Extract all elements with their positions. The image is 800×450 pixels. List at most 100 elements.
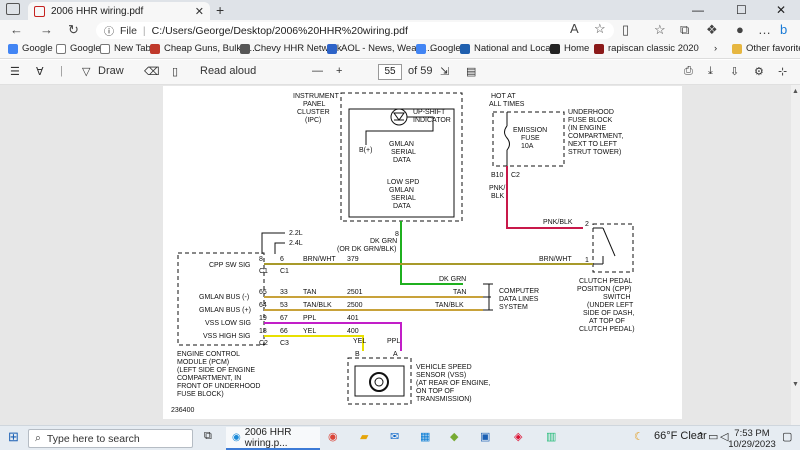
settings-gear-icon[interactable]: ⚙ — [754, 66, 764, 78]
read-aloud-toolbar-icon[interactable]: ▯ — [172, 66, 179, 78]
bookmark-rapiscan[interactable]: rapiscan classic 2020 — [594, 43, 699, 54]
app-icon-3[interactable]: ◈ — [514, 431, 523, 443]
profile-icon[interactable]: ● — [736, 22, 744, 37]
cpp-label-1: CLUTCH PEDAL — [579, 278, 632, 285]
address-separator: | — [142, 24, 146, 37]
mail-icon[interactable]: ✉ — [390, 431, 400, 443]
clock-time: 7:53 PM — [734, 428, 770, 439]
back-icon[interactable]: ← — [10, 22, 23, 37]
network-icon[interactable]: ▭ — [708, 431, 719, 443]
hot-label-2: ALL TIMES — [489, 101, 525, 108]
eraser-icon[interactable]: ⌫ — [144, 66, 160, 78]
favorites-icon[interactable]: ☆ — [654, 22, 666, 37]
taskbar-search[interactable]: ⌕ Type here to search — [28, 429, 193, 448]
bookmark-aol[interactable]: AOL - News, Weath... — [327, 43, 432, 54]
fit-page-icon[interactable]: ⇲ — [440, 66, 450, 78]
scroll-up-icon[interactable]: ▲ — [792, 88, 799, 95]
pcm-label-6: FUSE BLOCK) — [177, 391, 224, 398]
close-window-button[interactable]: ✕ — [776, 3, 787, 17]
draw-icon[interactable]: ▽ — [82, 66, 91, 78]
bookmark-national-local[interactable]: National and Local... — [460, 43, 561, 54]
ipc-label-4: (IPC) — [305, 117, 321, 124]
taskbar-edge-app[interactable]: ◉ 2006 HHR wiring.p... — [226, 427, 320, 450]
bookmark-label: Chevy HHR Network — [254, 43, 342, 54]
google-icon — [8, 43, 18, 54]
tray-chevron-icon[interactable]: ⌃ — [696, 431, 706, 443]
new-tab-button[interactable]: + — [216, 2, 225, 18]
fuse-block-label-3: (IN ENGINE — [568, 125, 606, 132]
bookmark-label: New Tab — [114, 43, 151, 54]
c2-fuse-label: C2 — [511, 172, 520, 179]
chrome-icon[interactable]: ◉ — [328, 431, 338, 443]
pin-1-label: 1 — [585, 257, 589, 264]
draw-button[interactable]: Draw — [98, 65, 124, 77]
clock[interactable]: 7:53 PM 10/29/2023 — [726, 428, 778, 450]
info-icon: ⓘ — [104, 27, 114, 38]
read-aloud-icon[interactable]: A — [570, 21, 579, 36]
tab-active[interactable]: 2006 HHR wiring.pdf ✕ — [28, 2, 210, 20]
save-icon[interactable]: ⤓ — [708, 65, 713, 77]
highlight-icon[interactable]: ∀ — [36, 66, 44, 78]
windows-start-icon[interactable]: ⊞ — [8, 429, 19, 444]
zoom-out-button[interactable]: — — [312, 65, 323, 77]
minimize-button[interactable]: — — [692, 3, 704, 17]
row-3-color: PPL — [303, 315, 316, 322]
cpp-label-2: POSITION (CPP) — [577, 286, 631, 293]
print-icon[interactable]: ⎙ — [684, 65, 693, 77]
tab-actions-icon[interactable] — [6, 3, 20, 15]
zoom-in-button[interactable]: + — [336, 65, 343, 77]
bing-icon[interactable]: b — [780, 22, 788, 37]
extensions-icon[interactable]: ❖ — [706, 22, 718, 37]
navigation-bar: ← → ↻ ⓘ File | C:/Users/George/Desktop/2… — [0, 20, 800, 41]
more-menu-icon[interactable]: … — [758, 22, 771, 37]
collections-icon[interactable]: ⧉ — [680, 22, 690, 37]
contents-icon[interactable]: ☰ — [10, 66, 20, 78]
tab-close-icon[interactable]: ✕ — [194, 5, 204, 18]
page-view-icon[interactable]: ▤ — [466, 66, 477, 78]
page-number-input[interactable]: 55 — [378, 64, 402, 80]
bookmarks-overflow-icon[interactable]: › — [714, 43, 718, 54]
scroll-down-icon[interactable]: ▼ — [792, 381, 799, 388]
app-icon-2[interactable]: ▣ — [480, 431, 491, 443]
page-count: of 59 — [408, 65, 433, 77]
file-explorer-icon[interactable]: ▰ — [360, 431, 369, 443]
pcm-label-1: ENGINE CONTROL — [177, 351, 240, 358]
pnkblk-label-2: BLK — [491, 193, 505, 200]
store-icon[interactable]: ▦ — [420, 431, 431, 443]
bookmark-google-2[interactable]: Google — [56, 43, 101, 54]
weather-label[interactable]: 66°F Clear — [654, 430, 707, 442]
bookmark-chevy-hhr[interactable]: Chevy HHR Network — [240, 43, 342, 54]
notifications-icon[interactable]: ▢ — [782, 431, 793, 443]
forward-icon[interactable]: → — [40, 22, 53, 37]
save-as-icon[interactable]: ⇩ — [730, 66, 740, 78]
app-icon[interactable]: ◆ — [450, 431, 459, 443]
dkgrn-right-label: DK GRN — [439, 276, 466, 283]
task-view-icon[interactable]: ⧉ — [204, 430, 212, 442]
bookmark-home[interactable]: Home — [550, 43, 589, 54]
vss-gear-icon — [369, 372, 389, 392]
c1-a-label: C1 — [259, 268, 268, 275]
upshift-label-1: UP-SHIFT — [413, 109, 446, 116]
vertical-scrollbar[interactable] — [791, 85, 800, 425]
pin-toolbar-icon[interactable]: ⊹ — [778, 66, 788, 78]
maximize-button[interactable]: ☐ — [736, 3, 747, 17]
pnkblk-h-label: PNK/BLK — [543, 219, 573, 226]
other-favorites[interactable]: Other favorites — [732, 43, 800, 54]
volume-icon[interactable]: ◁ — [720, 431, 729, 443]
address-bar[interactable]: ⓘ File | C:/Users/George/Desktop/2006%20… — [96, 22, 614, 39]
brnwht-right-label: BRN/WHT — [539, 256, 572, 263]
refresh-icon[interactable]: ↻ — [68, 22, 79, 37]
other-favorites-label: Other favorites — [746, 43, 800, 54]
favorite-star-icon[interactable]: ☆ — [594, 21, 606, 36]
wire-pnkblk — [506, 166, 583, 229]
ipc-label-3: CLUSTER — [297, 109, 330, 116]
fuse-block-label-6: STRUT TOWER) — [568, 149, 621, 156]
read-aloud-button[interactable]: Read aloud — [200, 65, 257, 77]
bookmark-google-1[interactable]: Google — [8, 43, 53, 54]
bookmark-cheap-guns[interactable]: Cheap Guns, Bulk A... — [150, 43, 257, 54]
bookmark-new-tab[interactable]: New Tab — [100, 43, 151, 54]
split-screen-icon[interactable]: ▯ — [622, 22, 630, 37]
bookmark-google-3[interactable]: Google — [416, 43, 461, 54]
app-icon-4[interactable]: ▥ — [546, 431, 557, 443]
pcm-pin-6: 6 — [280, 256, 284, 263]
